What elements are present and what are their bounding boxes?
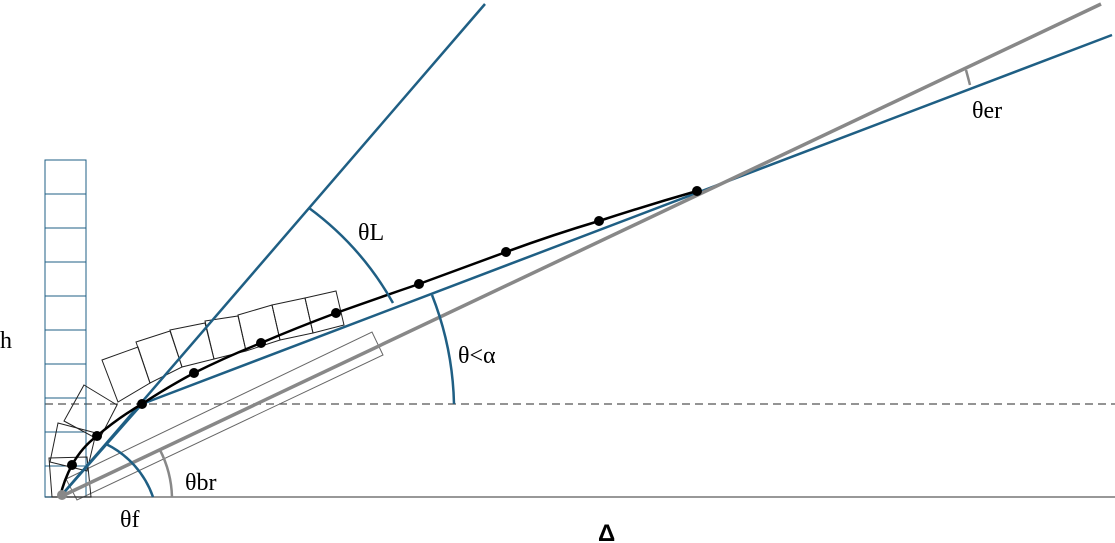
theta-f-arc — [105, 442, 155, 498]
slab-rectangle — [65, 331, 384, 501]
trajectory-point — [67, 460, 77, 470]
label-theta-er: θer — [972, 98, 1002, 124]
trajectory-point — [137, 399, 147, 409]
label-delta: Δ — [598, 520, 615, 543]
theta-L-arc — [308, 206, 395, 304]
tangent-blue-line — [141, 33, 1113, 406]
chord-blue-line — [59, 403, 143, 498]
trajectory-point — [501, 247, 511, 257]
theta-er-arc — [964, 69, 972, 86]
origin-pivot-point — [57, 490, 67, 500]
trajectory-point — [256, 338, 266, 348]
trajectory-point — [92, 431, 102, 441]
trajectory-points — [67, 186, 702, 470]
trajectory-point — [414, 279, 424, 289]
theta-br-arc — [158, 449, 174, 498]
block-column — [44, 159, 87, 498]
label-h: h — [0, 328, 12, 354]
trajectory-point — [692, 186, 702, 196]
label-theta-alpha: θ<α — [458, 343, 496, 369]
trajectory-point — [331, 308, 341, 318]
label-theta-L: θL — [358, 220, 384, 246]
label-theta-f: θf — [120, 507, 140, 533]
rotated-blocks — [48, 290, 345, 498]
trajectory-point — [189, 368, 199, 378]
gray-angle-line — [59, 2, 1102, 499]
theta-alpha-arc — [430, 294, 456, 405]
label-theta-br: θbr — [185, 470, 217, 496]
trajectory-point — [594, 216, 604, 226]
